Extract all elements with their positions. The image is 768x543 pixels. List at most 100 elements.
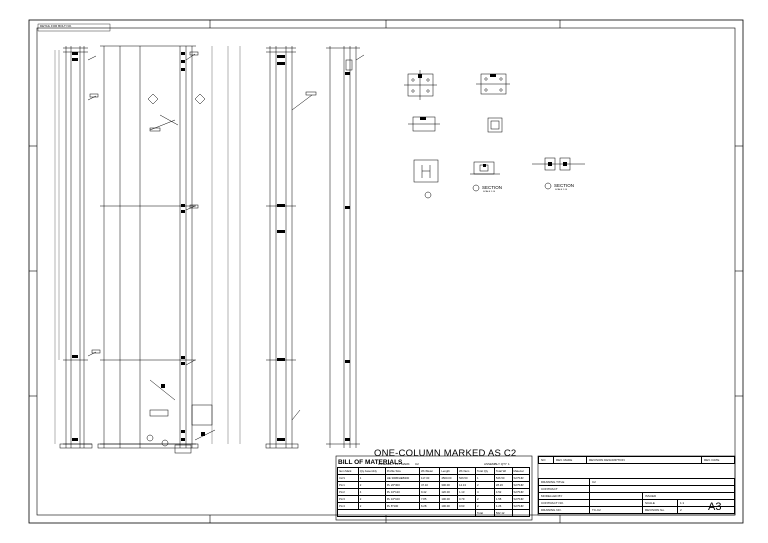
bom-cell: 1.58 [493, 495, 513, 503]
bom-header: Qty Assembly [357, 467, 386, 475]
drawing-title-label: DRAWING TITLE [538, 478, 590, 486]
bolt-marks-4 [345, 72, 350, 441]
bom-cell: C2/1 [337, 474, 359, 482]
section-scale-1: SCALE 1:10 [483, 191, 496, 193]
scale-value: 1:1 [677, 499, 735, 507]
bom-cell: PL/4 [337, 502, 359, 510]
bom-cell: 0.63 [456, 502, 477, 510]
revision-no-label: REVISION No. [642, 506, 678, 514]
bom-header: Total Qty [475, 467, 495, 475]
section-label-2: SECTION [554, 183, 575, 188]
drawing-title-value: C2 [589, 478, 735, 486]
column-view-3 [265, 46, 317, 449]
bom-cell: PL/2 [337, 488, 359, 496]
rev-date-header: REV. DATE [701, 456, 735, 464]
bom-box [335, 455, 533, 521]
bom-cell: 9.42 [418, 488, 441, 496]
bom-cell: PL 8*100 [384, 502, 420, 510]
top-tag: DETAIL FOR BOLT NO. [40, 24, 72, 28]
detail-plates [404, 70, 585, 199]
sheet-size: A3 [708, 501, 722, 513]
bom-header: Wt./Meter [418, 467, 441, 475]
scale-label: SCALE [642, 499, 678, 507]
rev-desc-header: REVISION DESCRIPTION [586, 456, 702, 464]
bom-cell: PL 10*100 [384, 495, 420, 503]
bom-cell: PL 20*300 [384, 481, 420, 489]
bom-total-row: Total 562.12 [336, 509, 531, 517]
bom-assembly-qty-value: 1 [508, 462, 510, 466]
section-label-1: SECTION [482, 185, 503, 190]
bom-cell: 1 [357, 474, 386, 482]
revision-header-row: NO REV. MADE REVISION DESCRIPTION REV. D… [538, 456, 735, 464]
bom-cell: PL/1 [337, 481, 359, 489]
bom-cell: 1 [475, 474, 495, 482]
revision-no-value: 2 [677, 506, 735, 514]
column-view-4 [326, 46, 365, 448]
bom-cell: 300.00 [439, 481, 458, 489]
bom-cell: HE 300B/HEB300 [384, 474, 420, 482]
bom-cell: 4 [475, 488, 495, 496]
column-view-1 [54, 46, 101, 449]
issued-label: ISSUED [642, 492, 735, 500]
rev-made-header: REV. MADE [553, 456, 587, 464]
bom-header: Wt./Item [456, 467, 477, 475]
revision-table: NO REV. MADE REVISION DESCRIPTION REV. D… [538, 456, 735, 464]
detail-hatching [418, 74, 567, 167]
bom-header: Profile Size [384, 467, 420, 475]
bolt-marks-1 [72, 52, 78, 441]
bom-assembly-label: ASSEMBLY 1ST MARK [378, 462, 410, 466]
bom-cell: 6.28 [418, 502, 441, 510]
contract-no-label: CONTRACT NO. [538, 499, 590, 507]
inner-frame [36, 27, 736, 516]
bolt-marks-2 [161, 52, 205, 441]
bom-cell: PL 10*120 [384, 488, 420, 496]
bom-cell: 2 [357, 495, 386, 503]
bom-cell: 1.26 [493, 502, 513, 510]
bom-total-label: Total [475, 509, 495, 517]
bom-title: BILL OF MATERIALS [338, 459, 403, 466]
bom-cell: PL/3 [337, 495, 359, 503]
bom-cell: 2 [475, 495, 495, 503]
bom-cell: S275JR [511, 474, 531, 482]
column-view-2 [97, 45, 241, 454]
bom-cell: 120.00 [439, 488, 458, 496]
bom-cell: 526.50 [456, 474, 477, 482]
section-scale-2: SCALE 1:10 [555, 189, 568, 191]
title-block-table: DRAWING TITLE C2 CONTRACT MODELLED BY IS… [538, 478, 735, 514]
bom-cell: 4 [357, 488, 386, 496]
bom-cell: 0.79 [456, 495, 477, 503]
bom-cell: 4500.00 [439, 474, 458, 482]
bom-cell: 2 [357, 502, 386, 510]
bom-cell: 2 [475, 502, 495, 510]
modelled-by-label: MODELLED BY [538, 492, 590, 500]
bom-assembly-value: C2 [415, 462, 419, 466]
bolt-marks-3 [277, 55, 285, 441]
bom-cell: 526.50 [493, 474, 513, 482]
bom-cell: 100.00 [439, 502, 458, 510]
bom-cell: S275JR [511, 481, 531, 489]
drawing-title: ONE-COLUMN MARKED AS C2 [374, 448, 517, 459]
bom-cell: 4.52 [493, 488, 513, 496]
contract-label: CONTRACT [538, 485, 590, 493]
bom-cell: S275JR [511, 502, 531, 510]
bom-cell: 14.13 [456, 481, 477, 489]
bom-header: Material [511, 467, 531, 475]
tag-box [37, 23, 111, 32]
bom-cell: S275JR [511, 495, 531, 503]
bom-header-row: Item Mark Qty Assembly Profile Size Wt./… [337, 467, 531, 475]
drawing-no-label: DRAWING NO. [538, 506, 590, 514]
bom-cell: 2 [475, 481, 495, 489]
bom-total-value: 562.12 [493, 509, 513, 517]
bom-assembly-qty-label: ASSEMBLY QTY [484, 462, 507, 466]
bom-cell: 117.00 [418, 474, 441, 482]
bom-cell: 2 [357, 481, 386, 489]
bom-cell: 47.10 [418, 481, 441, 489]
bom-header: Item Mark [337, 467, 359, 475]
